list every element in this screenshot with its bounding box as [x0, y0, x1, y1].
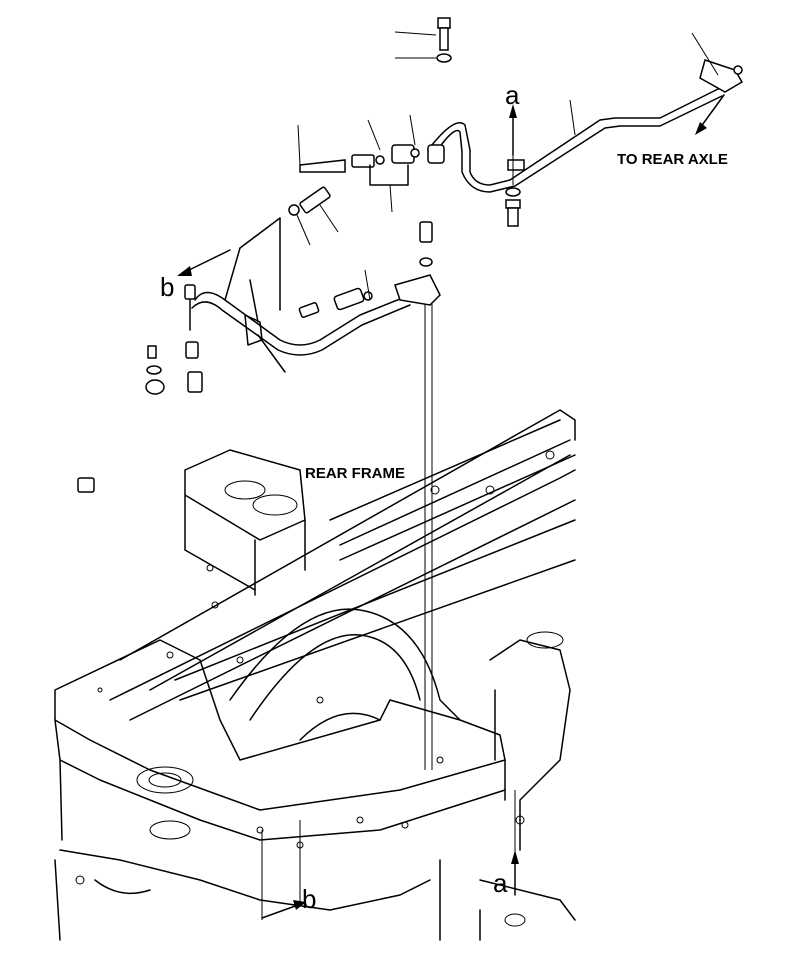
leader-lines — [261, 300, 516, 920]
view-b-bottom-label: b — [302, 884, 316, 914]
flex-hose — [77, 284, 203, 493]
rear-frame — [54, 409, 576, 941]
upper-fittings — [297, 17, 452, 213]
rear-frame-label: REAR FRAME — [305, 465, 405, 482]
labels: TO REAR AXLE REAR FRAME a a b b — [160, 80, 728, 914]
to-rear-axle-label: TO REAR AXLE — [617, 151, 728, 168]
view-b-left-label: b — [160, 272, 174, 302]
view-a-top-label: a — [505, 80, 520, 110]
upper-right-tube — [427, 32, 744, 227]
middle-tube — [191, 186, 441, 373]
direction-arrows — [177, 94, 725, 919]
view-a-bottom-label: a — [493, 868, 508, 898]
